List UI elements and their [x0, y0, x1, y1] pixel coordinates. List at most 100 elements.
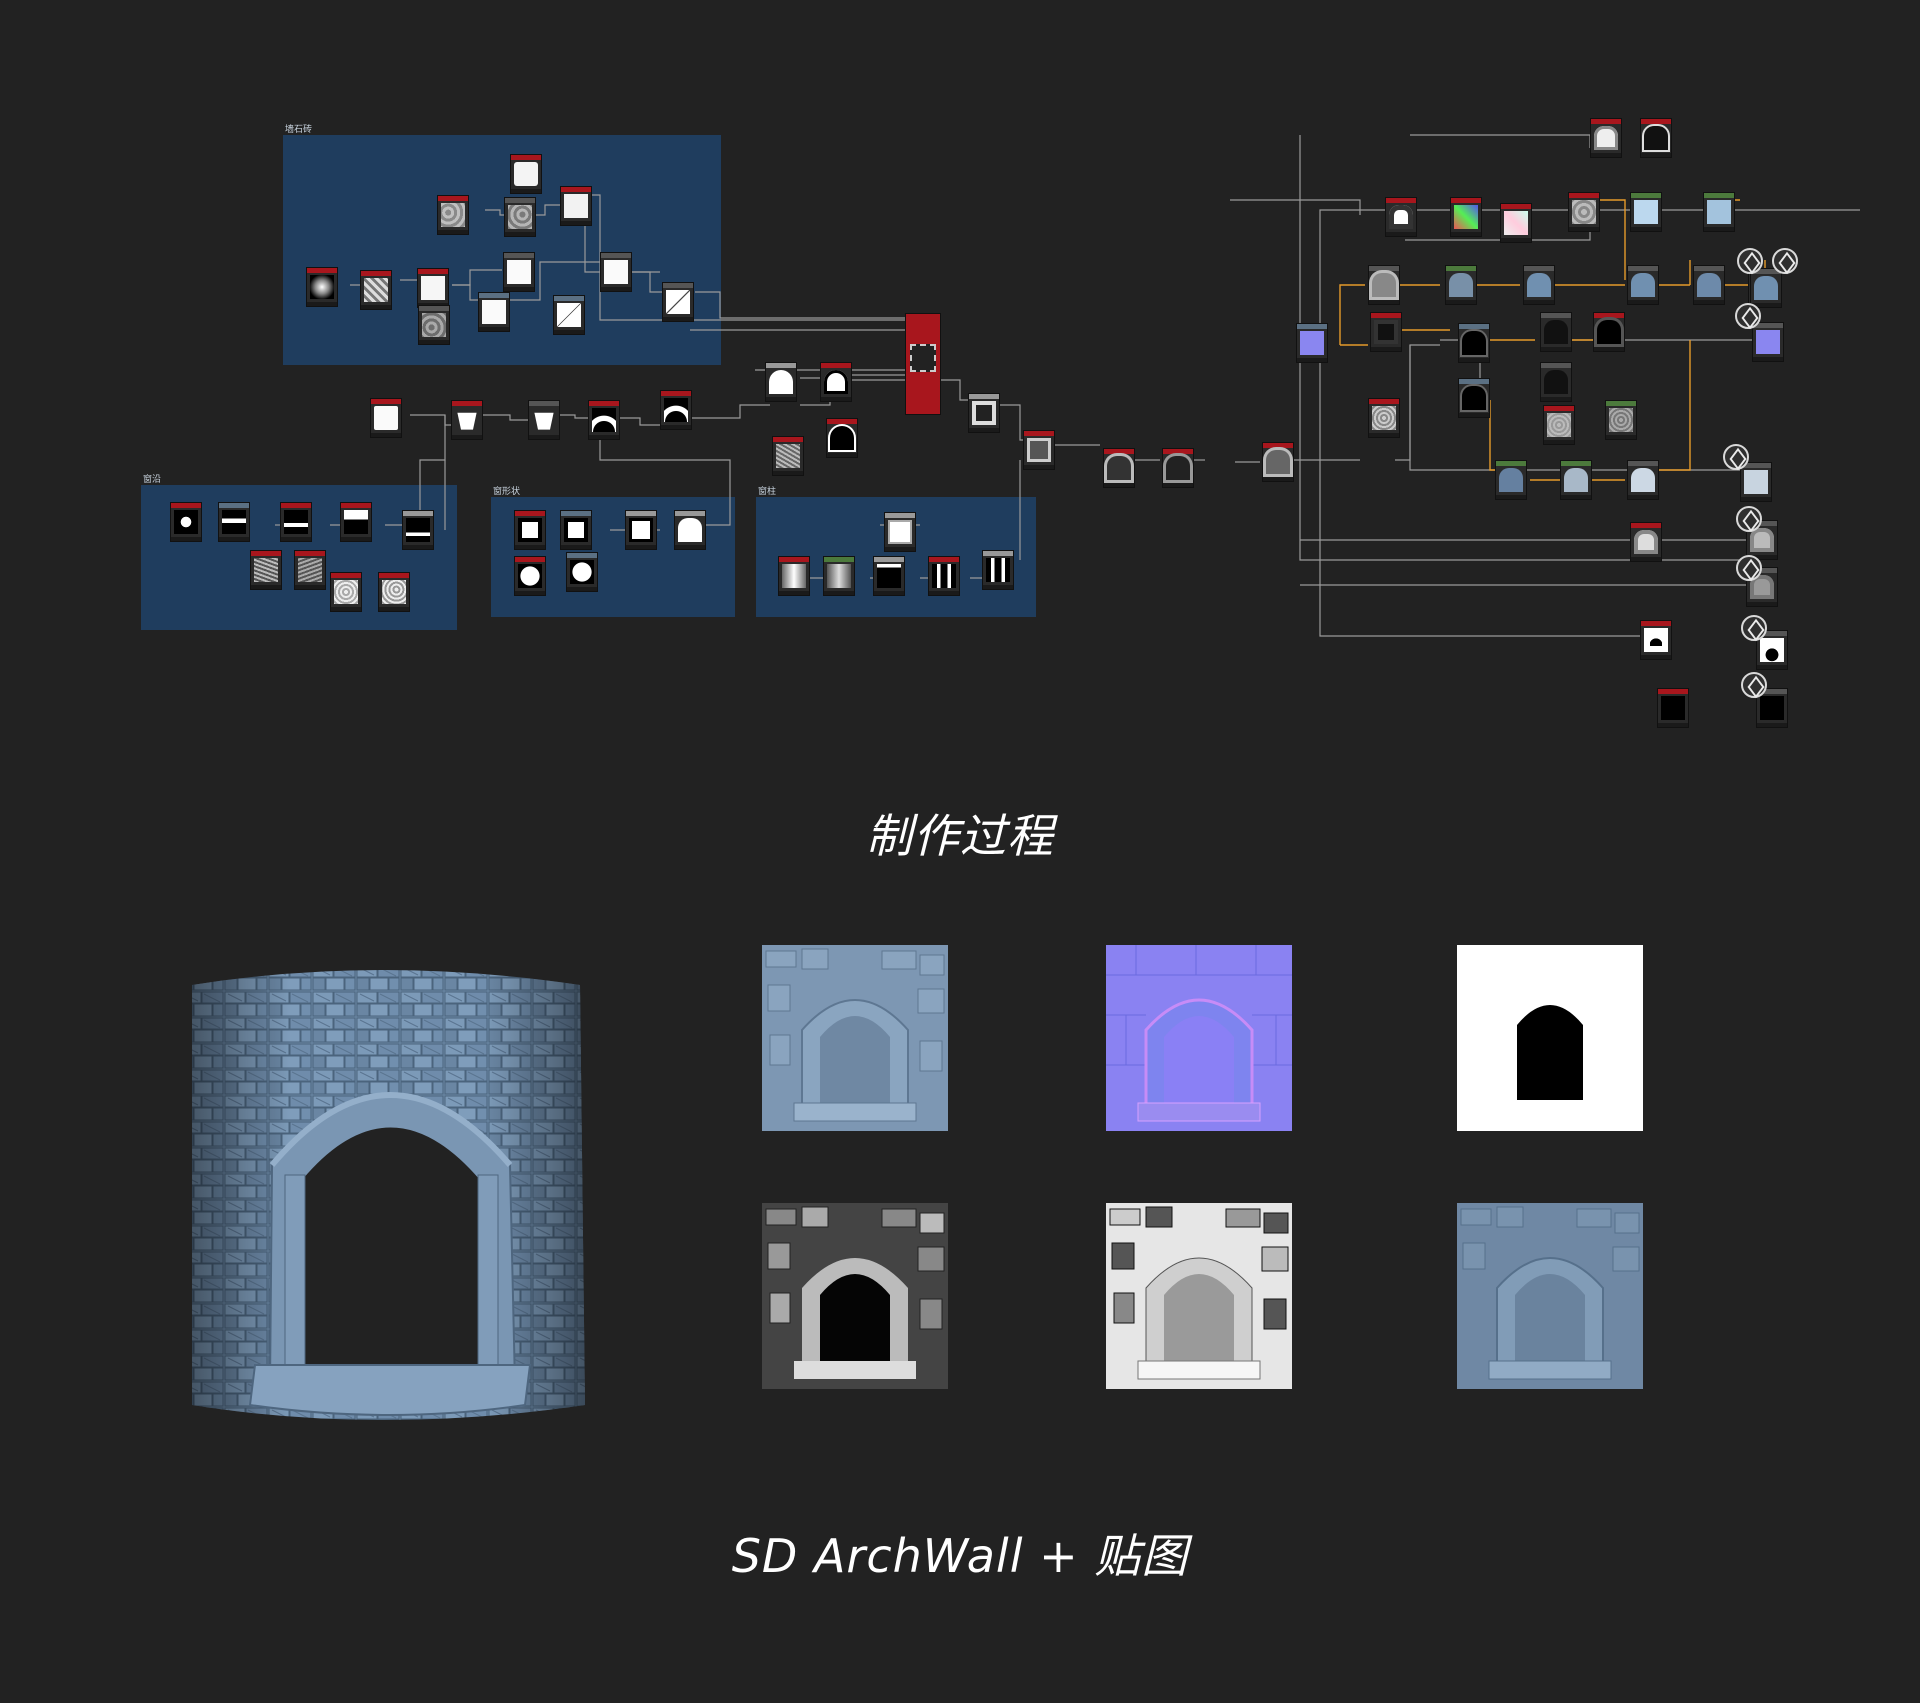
node-sill-9[interactable]	[378, 572, 410, 612]
node-arch-b[interactable]	[660, 390, 692, 430]
node-sill-5[interactable]	[402, 510, 434, 550]
node-r-29[interactable]	[1657, 688, 1689, 728]
node-r-24[interactable]	[1495, 460, 1527, 500]
node-r-19[interactable]	[1540, 362, 1572, 402]
output-cube-icon-7[interactable]	[1741, 672, 1767, 698]
node-pillar-6[interactable]	[982, 550, 1014, 590]
node-r-22[interactable]	[1543, 405, 1575, 445]
node-trapezoid-b[interactable]	[528, 400, 560, 440]
texture-height	[1106, 1203, 1292, 1389]
node-transform-b[interactable]	[478, 292, 510, 332]
node-perlin-noise[interactable]	[437, 195, 469, 235]
output-cube-icon-3[interactable]	[1723, 444, 1749, 470]
node-r-20[interactable]	[1593, 312, 1625, 352]
node-trapezoid-a[interactable]	[451, 400, 483, 440]
node-ws-3[interactable]	[625, 510, 657, 550]
node-ws-6[interactable]	[566, 552, 598, 592]
node-r-5[interactable]	[1627, 265, 1659, 305]
node-r-9[interactable]	[1450, 197, 1482, 237]
node-tile-generator[interactable]	[560, 186, 592, 226]
node-r-2[interactable]	[1370, 312, 1402, 352]
node-r-23[interactable]	[1605, 400, 1637, 440]
checker-icon[interactable]	[1772, 248, 1798, 274]
process-caption: 制作过程	[866, 809, 1054, 863]
output-cube-icon-6[interactable]	[1741, 615, 1767, 641]
texture-opacity	[1457, 945, 1643, 1131]
node-shape[interactable]	[370, 398, 402, 438]
node-r-16[interactable]	[1458, 323, 1490, 363]
node-transform-a[interactable]	[503, 252, 535, 292]
node-frame-mask[interactable]	[968, 393, 1000, 433]
node-warp[interactable]	[553, 295, 585, 335]
node-r-26[interactable]	[1627, 460, 1659, 500]
node-r-3[interactable]	[1445, 265, 1477, 305]
node-arch-a[interactable]	[588, 400, 620, 440]
node-r-18[interactable]	[1540, 312, 1572, 352]
output-emissive[interactable]	[1756, 688, 1788, 728]
node-sill-4[interactable]	[340, 502, 372, 542]
node-height-blend[interactable]	[1023, 430, 1055, 470]
node-rock-noise[interactable]	[772, 436, 804, 476]
node-tile-noise[interactable]	[504, 197, 536, 237]
node-ws-4[interactable]	[674, 510, 706, 550]
node-sill-6[interactable]	[250, 550, 282, 590]
node-sill-2[interactable]	[218, 502, 250, 542]
output-normal[interactable]	[1752, 322, 1784, 362]
frame-brick-title: 墙石砖	[285, 125, 313, 135]
node-r-15[interactable]	[1640, 118, 1672, 158]
texture-basecolor	[762, 945, 948, 1131]
node-r-27[interactable]	[1630, 522, 1662, 562]
node-ws-2[interactable]	[560, 510, 592, 550]
output-cube-icon-1[interactable]	[1737, 248, 1763, 274]
node-arch-out-a[interactable]	[1103, 448, 1135, 488]
node-ws-1[interactable]	[514, 510, 546, 550]
node-r-8[interactable]	[1385, 197, 1417, 237]
output-cube-icon-4[interactable]	[1736, 506, 1762, 532]
node-pillar-2[interactable]	[778, 556, 810, 596]
node-pillar-5[interactable]	[928, 556, 960, 596]
node-r-6[interactable]	[1693, 265, 1725, 305]
texture-normal	[1106, 945, 1292, 1131]
node-r-1[interactable]	[1368, 265, 1400, 305]
output-cube-icon-2[interactable]	[1735, 303, 1761, 329]
node-blend-a[interactable]	[600, 252, 632, 292]
node-r-25[interactable]	[1560, 460, 1592, 500]
node-r-10[interactable]	[1500, 203, 1532, 243]
node-clouds[interactable]	[418, 305, 450, 345]
node-sill-3[interactable]	[280, 502, 312, 542]
node-arch-out-b[interactable]	[1162, 448, 1194, 488]
graph-wires	[275, 134, 1860, 637]
node-ws-5[interactable]	[514, 556, 546, 596]
texture-rendered-preview	[1457, 1203, 1643, 1389]
node-sill-7[interactable]	[294, 550, 326, 590]
node-histogram[interactable]	[417, 268, 449, 308]
node-height-out[interactable]	[1262, 442, 1294, 482]
node-blue-normal-src[interactable]	[1296, 323, 1328, 363]
node-r-12[interactable]	[1630, 192, 1662, 232]
node-gradient[interactable]	[306, 267, 338, 307]
node-r-17[interactable]	[1458, 378, 1490, 418]
output-cube-icon-5[interactable]	[1736, 555, 1762, 581]
node-pillar-3[interactable]	[823, 556, 855, 596]
frame-sill-title: 窗沿	[143, 475, 162, 485]
node-pillar-1[interactable]	[884, 512, 916, 552]
node-sill-8[interactable]	[330, 572, 362, 612]
output-roughness[interactable]	[1740, 462, 1772, 502]
node-r-13[interactable]	[1703, 192, 1735, 232]
node-pillar-4[interactable]	[873, 556, 905, 596]
node-r-4[interactable]	[1523, 265, 1555, 305]
output-basecolor[interactable]	[1750, 268, 1782, 308]
node-polygon[interactable]	[510, 154, 542, 194]
node-blend-b[interactable]	[662, 282, 694, 322]
node-r-11[interactable]	[1568, 192, 1600, 232]
node-r-28[interactable]	[1640, 620, 1672, 660]
node-window-mask-b[interactable]	[820, 362, 852, 402]
node-stripes[interactable]	[360, 270, 392, 310]
node-window-mask-a[interactable]	[765, 362, 797, 402]
node-sill-1[interactable]	[170, 502, 202, 542]
node-r-21[interactable]	[1368, 398, 1400, 438]
node-tile-sampler[interactable]	[905, 313, 941, 415]
node-r-14[interactable]	[1590, 118, 1622, 158]
node-graph: 墙石砖 窗沿 窗形状 窗柱	[0, 0, 1920, 760]
node-arch-dark[interactable]	[826, 418, 858, 458]
